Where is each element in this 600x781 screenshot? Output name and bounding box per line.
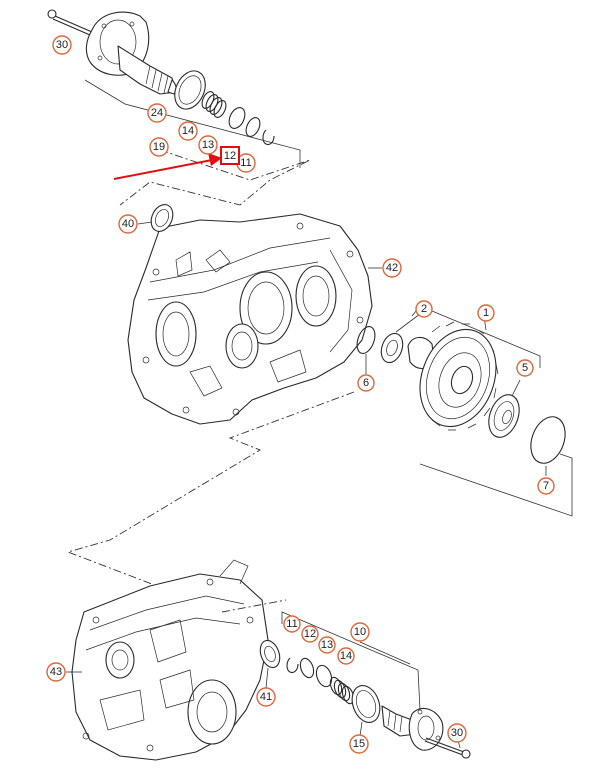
o-ring-7 — [530, 416, 566, 464]
callout-5: 5 — [516, 359, 534, 377]
callout-14-bottom: 14 — [337, 647, 355, 665]
svg-text:41: 41 — [260, 691, 272, 703]
callout-13: 13 — [198, 135, 218, 155]
callout-13-bottom: 13 — [318, 636, 336, 654]
ring-13-bottom — [315, 664, 333, 688]
housing-43 — [71, 559, 269, 761]
circlip-11-top — [262, 129, 275, 146]
svg-text:30: 30 — [451, 727, 463, 739]
guide-line-middle — [66, 391, 355, 611]
callout-24: 24 — [147, 103, 167, 123]
ring-13-top — [228, 107, 246, 129]
washer-12-bottom — [299, 657, 315, 679]
callout-2: 2 — [415, 300, 433, 318]
bolt-30-top — [47, 9, 93, 36]
spring-14-top — [201, 91, 227, 118]
seal-15 — [351, 685, 381, 723]
callout-11-bottom: 11 — [283, 615, 301, 633]
svg-text:24: 24 — [151, 107, 163, 119]
differential-1 — [407, 321, 499, 431]
callout-40: 40 — [118, 214, 138, 234]
bearing-2 — [380, 332, 404, 364]
flange-shaft-top — [47, 9, 177, 95]
svg-text:5: 5 — [522, 362, 528, 374]
svg-text:7: 7 — [543, 480, 549, 492]
svg-text:6: 6 — [363, 377, 369, 389]
callout-41: 41 — [256, 687, 276, 707]
guide-line-bottom — [221, 599, 287, 613]
callout-14: 14 — [178, 121, 198, 141]
svg-text:12: 12 — [224, 150, 236, 162]
svg-text:15: 15 — [353, 738, 365, 750]
svg-text:30: 30 — [56, 39, 68, 51]
svg-text:14: 14 — [182, 125, 194, 137]
svg-text:19: 19 — [153, 141, 165, 153]
callout-1: 1 — [477, 304, 495, 322]
callout-7: 7 — [537, 477, 555, 495]
callout-12-bottom: 12 — [301, 625, 319, 643]
svg-text:11: 11 — [286, 618, 297, 630]
circlip-11-bottom — [286, 657, 299, 674]
callout-6: 6 — [357, 374, 375, 392]
svg-text:40: 40 — [122, 218, 134, 230]
flange-shaft-bottom — [381, 705, 444, 751]
svg-text:43: 43 — [50, 666, 62, 678]
callout-43: 43 — [46, 662, 66, 682]
svg-text:13: 13 — [202, 139, 214, 151]
callout-15: 15 — [349, 734, 369, 754]
seal-5 — [488, 394, 520, 438]
seal-41 — [259, 639, 281, 669]
callout-30: 30 — [52, 35, 72, 55]
svg-text:1: 1 — [483, 307, 489, 319]
washer-12-top — [245, 117, 261, 137]
seal-40 — [150, 204, 174, 232]
svg-text:14: 14 — [340, 650, 352, 662]
housing-42 — [127, 213, 373, 425]
bolt-30-bottom — [424, 737, 471, 759]
svg-text:10: 10 — [354, 626, 366, 638]
seal-24 — [174, 70, 206, 110]
svg-text:12: 12 — [304, 628, 316, 640]
svg-text:42: 42 — [386, 262, 398, 274]
shim-6 — [356, 326, 376, 354]
highlight-arrow — [113, 153, 222, 180]
callout-42: 42 — [382, 258, 402, 278]
svg-text:2: 2 — [421, 303, 427, 315]
svg-text:11: 11 — [240, 157, 251, 169]
callout-30-bottom: 30 — [447, 723, 467, 743]
callout-12-highlighted: 12 — [220, 146, 240, 165]
callout-10: 10 — [350, 622, 370, 642]
svg-text:13: 13 — [321, 639, 333, 651]
callout-19: 19 — [149, 137, 169, 157]
